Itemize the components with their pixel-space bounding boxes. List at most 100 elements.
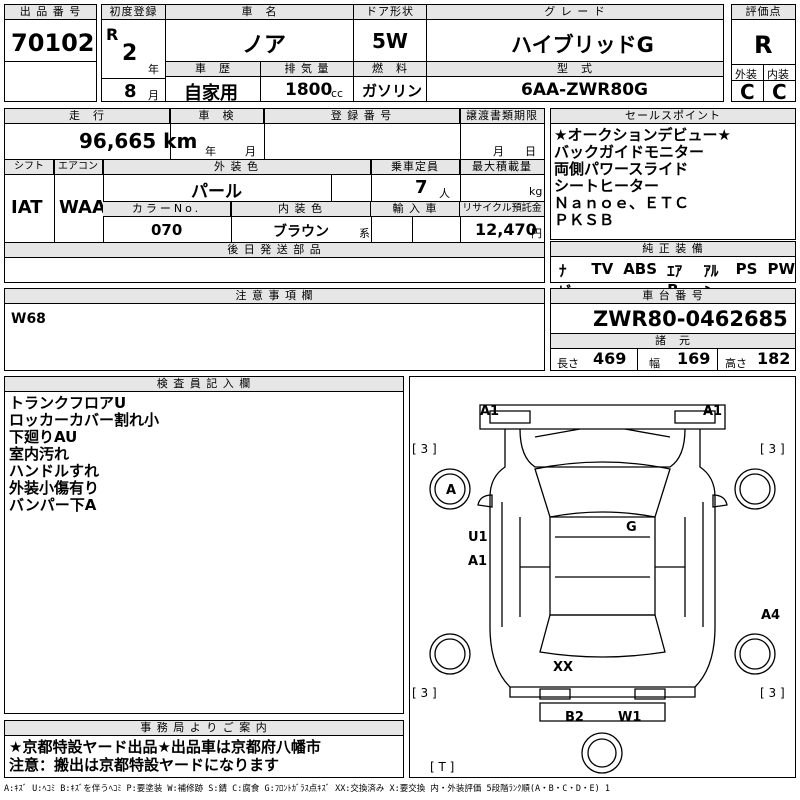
- history-box: 車 歴 自家用: [165, 61, 261, 104]
- mark-door-a: A1: [468, 554, 487, 569]
- inspector-line: 下廻りAU: [9, 428, 78, 446]
- office-box: 事 務 局 よ り ご 案 内 ★京都特設ヤード出品★出品車は京都府八幡市 注意…: [4, 720, 404, 778]
- notes-label: 注 意 事 項 欄: [5, 289, 544, 304]
- color-no: 070: [151, 221, 183, 239]
- color-label: 外 装 色: [103, 160, 371, 175]
- model-label: 型 式: [427, 62, 723, 77]
- color-no-label: カラーNo.: [103, 202, 231, 217]
- grade-box: グ レ ー ド ハイブリッドG: [426, 4, 724, 62]
- first-reg-box: 初度登録 R 2 年 8 月: [101, 4, 166, 102]
- equipment-box: 純 正 装 備 ﾅﾋﾞ TV ABS ｴｱB ｱﾙﾐ PS PW: [550, 241, 796, 301]
- fuel: ガソリン: [362, 82, 423, 100]
- tire-spare: [ T ]: [430, 760, 454, 774]
- mark-front-right: A1: [703, 404, 722, 419]
- car-outline: A1 A1 A G U1 A1 A4 XX B2 W1 [ 3 ] [ 3 ] …: [412, 404, 785, 774]
- inspector-label: 検 査 員 記 入 欄: [5, 377, 403, 392]
- mark-roof: XX: [553, 660, 573, 675]
- ext-score: C: [740, 80, 755, 104]
- later-parts-label: 後 日 発 送 部 品: [5, 243, 544, 258]
- inspector-line: ハンドルすれ: [9, 462, 100, 480]
- inspector-line: 室内汚れ: [9, 445, 70, 463]
- length-label: 長さ: [557, 357, 579, 370]
- notes-box: 注 意 事 項 欄 W68: [4, 288, 545, 371]
- equipment-item: TV: [591, 260, 614, 278]
- shift: IAT: [11, 197, 43, 218]
- displacement: 1800: [285, 80, 333, 100]
- office-line: 注意：搬出は京都特設ヤードになります: [9, 756, 280, 774]
- mark-front-left: A1: [480, 404, 499, 419]
- mark-windshield: G: [626, 520, 637, 535]
- disp-label: 排 気 量: [261, 62, 353, 77]
- score-label: 評価点: [732, 5, 795, 20]
- recycle-fee: 12,470: [475, 220, 537, 239]
- door-type: 5W: [372, 29, 408, 53]
- sales-point: ＰＫＳＢ: [554, 211, 615, 229]
- notes-text: W68: [11, 311, 46, 327]
- equipment-label: 純 正 装 備: [551, 242, 795, 257]
- mark-side-right: A4: [761, 608, 780, 623]
- first-reg-year: 2: [122, 41, 138, 66]
- inspection-label: 車 検: [170, 109, 264, 124]
- sales-point: Ｎａｎｏｅ、ＥＴＣ: [554, 194, 690, 212]
- equipment-item: PS: [735, 260, 758, 278]
- import-label: 輸 入 車: [371, 202, 460, 217]
- history: 自家用: [184, 83, 238, 104]
- mileage-label: 走 行: [5, 109, 170, 124]
- mark-rear-left: B2: [565, 710, 584, 725]
- month-unit: 月: [148, 89, 159, 102]
- first-reg-month: 8: [124, 81, 137, 102]
- office-line: ★京都特設ヤード出品★出品車は京都府八幡市: [9, 738, 321, 756]
- score-box: 評価点 R 外装 内装 C C: [731, 4, 796, 104]
- year-unit: 年: [148, 63, 159, 76]
- tire-fl: [ 3 ]: [412, 442, 437, 456]
- disp-box: 排 気 量 1800 cc: [260, 61, 354, 102]
- sales-point: バックガイドモニター: [554, 143, 705, 161]
- dims-label: 諸 元: [551, 333, 795, 349]
- ext-label: 外装: [735, 68, 757, 81]
- transfer-label: 譲渡書類期限: [460, 109, 544, 124]
- car-name: ノア: [242, 33, 287, 58]
- width-label: 幅: [649, 357, 660, 370]
- sales-point: ★オークションデビュー★: [554, 126, 731, 144]
- model: 6AA-ZWR80G: [521, 80, 648, 100]
- lot-label: 出 品 番 号: [5, 5, 96, 20]
- first-reg-label: 初度登録: [102, 5, 165, 20]
- grade: ハイブリッドG: [511, 33, 654, 57]
- int-label: 内装: [767, 68, 789, 81]
- history-label: 車 歴: [166, 62, 260, 77]
- inspector-line: バンパー下A: [9, 496, 97, 514]
- car-name-label: 車 名: [166, 5, 353, 20]
- height-label: 高さ: [725, 357, 747, 370]
- inspector-box: 検 査 員 記 入 欄 トランクフロアU ロッカーカバー割れ小 下廻りAU 室内…: [4, 376, 404, 714]
- fuel-label: 燃 料: [354, 62, 426, 77]
- load-label: 最大積載量: [460, 160, 544, 175]
- mark-wheel-fl: A: [446, 483, 456, 498]
- car-name-box: 車 名 ノア: [165, 4, 354, 62]
- grade-label: グ レ ー ド: [427, 5, 723, 20]
- width: 169: [677, 349, 711, 368]
- ac-label: エアコン: [54, 160, 103, 175]
- sales-points-label: セールスポイント: [551, 109, 795, 124]
- ac: WAA: [59, 197, 106, 218]
- door-box: ドア形状 5W: [353, 4, 427, 62]
- sales-points-list: ★オークションデビュー★ バックガイドモニター 両側パワースライド シートヒータ…: [554, 127, 731, 229]
- insp-year-unit: 年: [205, 145, 216, 158]
- sales-point: シートヒーター: [554, 177, 660, 195]
- score: R: [754, 31, 773, 59]
- transfer-day-unit: 日: [525, 145, 536, 158]
- load-unit: kg: [529, 185, 543, 198]
- details-box: 走 行 車 検 登 録 番 号 譲渡書類期限 96,665 km 年 月 月 日…: [4, 108, 545, 283]
- sales-point: 両側パワースライド: [554, 160, 689, 178]
- office-label: 事 務 局 よ り ご 案 内: [5, 721, 403, 736]
- lot-number: 70102: [11, 29, 95, 57]
- reg-no-label: 登 録 番 号: [264, 109, 460, 124]
- car-diagram: A1 A1 A G U1 A1 A4 XX B2 W1 [ 3 ] [ 3 ] …: [409, 376, 796, 778]
- equipment-item: ABS: [623, 260, 658, 278]
- height: 182: [757, 349, 791, 368]
- inspector-notes: トランクフロアU ロッカーカバー割れ小 下廻りAU 室内汚れ ハンドルすれ 外装…: [9, 395, 159, 514]
- transfer-month-unit: 月: [493, 145, 504, 158]
- sales-points-box: セールスポイント ★オークションデビュー★ バックガイドモニター 両側パワースラ…: [550, 108, 796, 240]
- chassis-label: 車 台 番 号: [551, 289, 795, 304]
- legend: A:ｷｽﾞ U:ﾍｺﾐ B:ｷｽﾞを伴うﾍｺﾐ P:要塗装 W:補修跡 S:錆 …: [4, 784, 610, 794]
